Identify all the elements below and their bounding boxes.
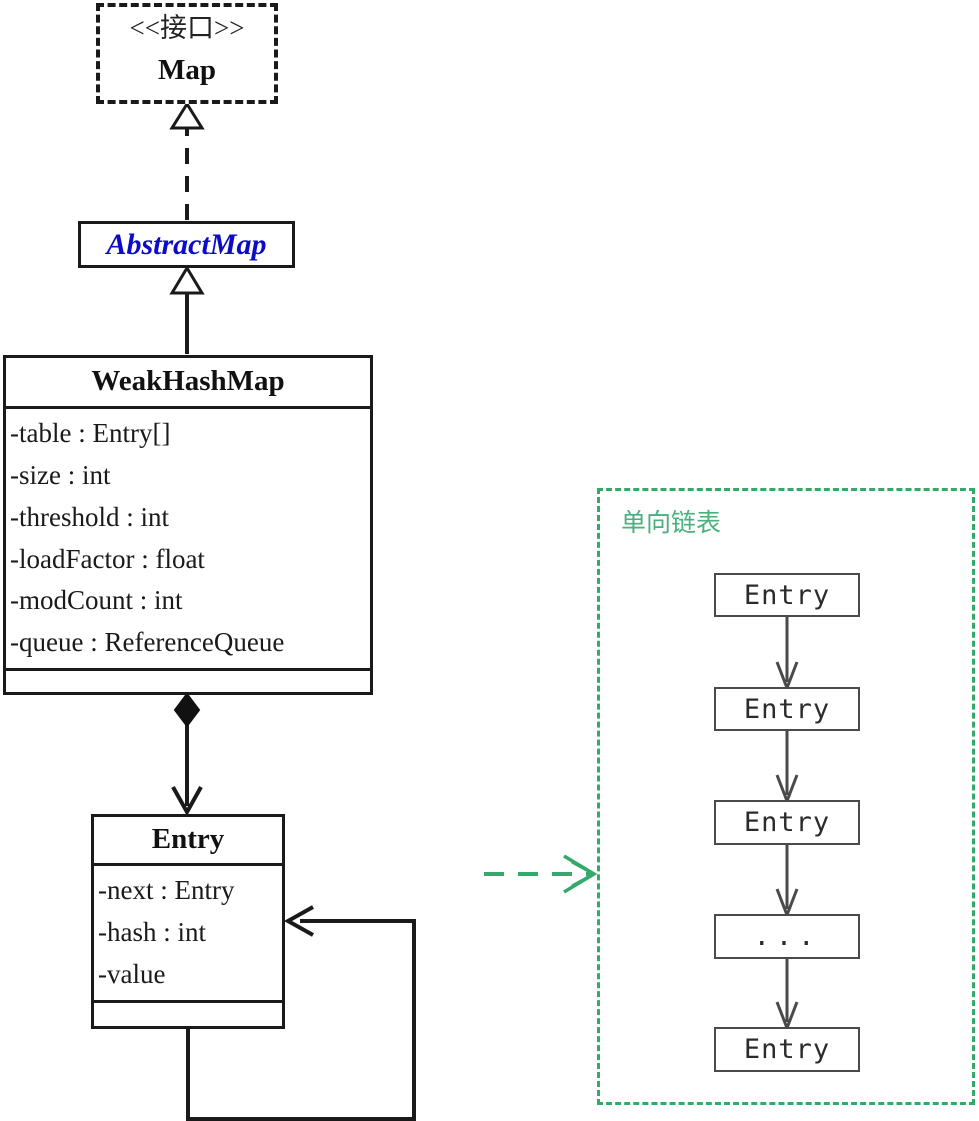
attribute-row: -loadFactor : float <box>10 543 205 574</box>
weakhashmap-ops-divider <box>6 668 370 672</box>
entry-class-name: Entry <box>151 823 225 855</box>
class-box-entry[interactable]: Entry -next : Entry -hash : int -value <box>91 814 285 1029</box>
relation-note-link <box>484 854 598 894</box>
weakhashmap-operations <box>6 671 370 701</box>
attribute-row: -value <box>98 958 166 989</box>
attribute-row: -threshold : int <box>10 501 169 532</box>
class-box-weakhashmap[interactable]: WeakHashMap -table : Entry[] -size : int… <box>3 355 373 695</box>
linked-list-group <box>597 488 975 1105</box>
attribute-row: -modCount : int <box>10 585 183 616</box>
entry-attributes: -next : Entry -hash : int -value <box>94 866 282 1000</box>
list-item[interactable]: Entry <box>714 1027 860 1072</box>
relation-generalization <box>169 265 205 354</box>
relation-composition <box>171 692 203 817</box>
relation-realization <box>169 101 205 220</box>
weakhashmap-class-name: WeakHashMap <box>91 365 285 397</box>
attribute-row: -size : int <box>10 459 111 490</box>
weakhashmap-attr-divider <box>6 406 370 409</box>
weakhashmap-attributes: -table : Entry[] -size : int -threshold … <box>6 409 370 668</box>
class-box-map[interactable]: <<接口>> Map <box>96 3 278 104</box>
node-label: Entry <box>743 693 831 725</box>
list-item[interactable]: Entry <box>714 800 860 845</box>
entry-ops-divider <box>94 999 282 1003</box>
entry-attr-divider <box>94 863 282 866</box>
list-item[interactable]: Entry <box>714 573 860 617</box>
map-stereotype: <<接口>> <box>129 13 245 43</box>
linked-list-group-label: 单向链表 <box>621 509 722 537</box>
attribute-row: -next : Entry <box>98 875 235 905</box>
list-item[interactable]: Entry <box>714 687 860 731</box>
node-label: Entry <box>743 579 831 611</box>
class-box-abstractmap[interactable]: AbstractMap <box>78 221 295 268</box>
attribute-row: -queue : ReferenceQueue <box>10 627 285 658</box>
attribute-row: -table : Entry[] <box>10 418 171 448</box>
abstractmap-class-name: AbstractMap <box>106 227 267 261</box>
map-class-name: Map <box>158 54 216 86</box>
node-label: ... <box>753 921 821 952</box>
node-label: Entry <box>743 807 831 838</box>
attribute-row: -hash : int <box>98 916 206 947</box>
list-item[interactable]: ... <box>714 914 860 959</box>
node-label: Entry <box>743 1034 831 1065</box>
entry-operations <box>94 1003 282 1035</box>
